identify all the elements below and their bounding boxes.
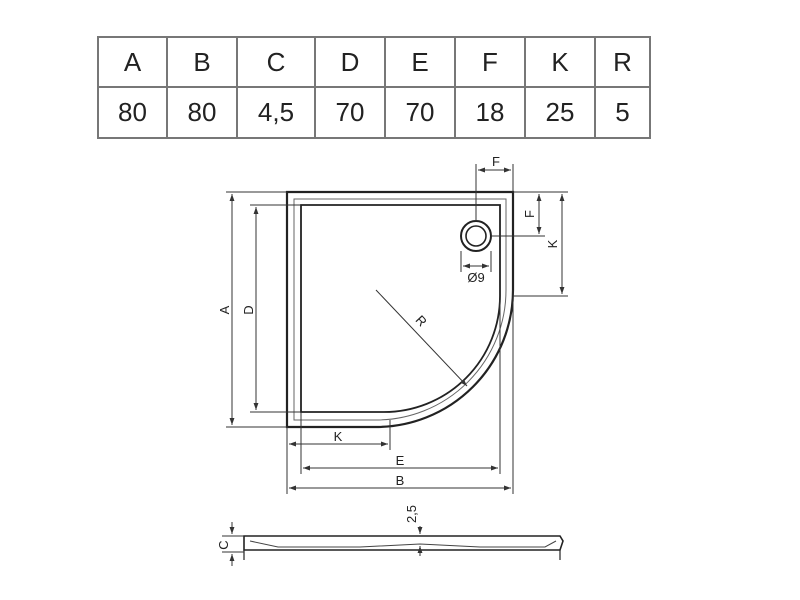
value-cell-e: 70: [384, 86, 456, 139]
label-f-top: F: [492, 154, 500, 169]
value-cell-a: 80: [97, 86, 168, 139]
value-cell-r: 5: [594, 86, 651, 139]
header-cell-f: F: [454, 36, 526, 88]
header-cell-b: B: [166, 36, 238, 88]
value-cell-c: 4,5: [236, 86, 316, 139]
tray-basin-outline: [300, 204, 501, 413]
value-cell-b: 80: [166, 86, 238, 139]
label-k-bottom: K: [334, 429, 343, 444]
label-drain-diameter: Ø9: [467, 270, 484, 285]
label-d: D: [241, 305, 256, 314]
table-value-row: 80 80 4,5 70 70 18 25 5: [97, 86, 651, 139]
label-c: C: [216, 540, 231, 549]
tray-plan-view: [285, 190, 515, 429]
value-cell-f: 18: [454, 86, 526, 139]
label-e: E: [396, 453, 405, 468]
dimension-lines: [226, 164, 568, 494]
tray-rim-outline: [293, 198, 507, 421]
label-k-side: K: [545, 239, 560, 248]
profile-dimension-lines: [222, 522, 423, 566]
value-cell-k: 25: [524, 86, 596, 139]
label-rim-height: 2,5: [404, 505, 419, 523]
dimension-table: A B C D E F K R 80 80 4,5 70 70 18 25 5: [97, 36, 651, 139]
value-cell-d: 70: [314, 86, 386, 139]
table-header-row: A B C D E F K R: [97, 36, 651, 88]
header-cell-a: A: [97, 36, 168, 88]
header-cell-k: K: [524, 36, 596, 88]
header-cell-d: D: [314, 36, 386, 88]
tray-side-profile: [243, 535, 564, 560]
header-cell-c: C: [236, 36, 316, 88]
header-cell-e: E: [384, 36, 456, 88]
label-a: A: [217, 305, 232, 314]
tray-outer-outline: [285, 190, 515, 429]
label-b: B: [396, 473, 405, 488]
label-f-side: F: [522, 210, 537, 218]
header-cell-r: R: [594, 36, 651, 88]
